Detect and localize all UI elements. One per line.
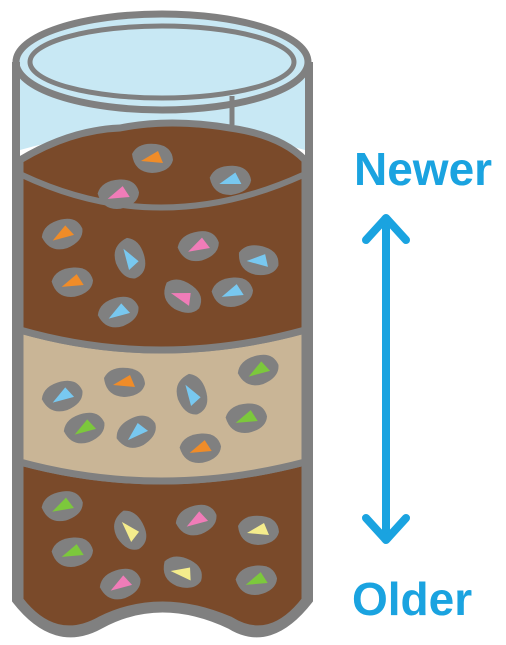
jar-rim-inner	[30, 26, 294, 98]
newer-label: Newer	[354, 146, 492, 192]
time-arrow	[366, 218, 406, 540]
older-label: Older	[352, 576, 472, 622]
